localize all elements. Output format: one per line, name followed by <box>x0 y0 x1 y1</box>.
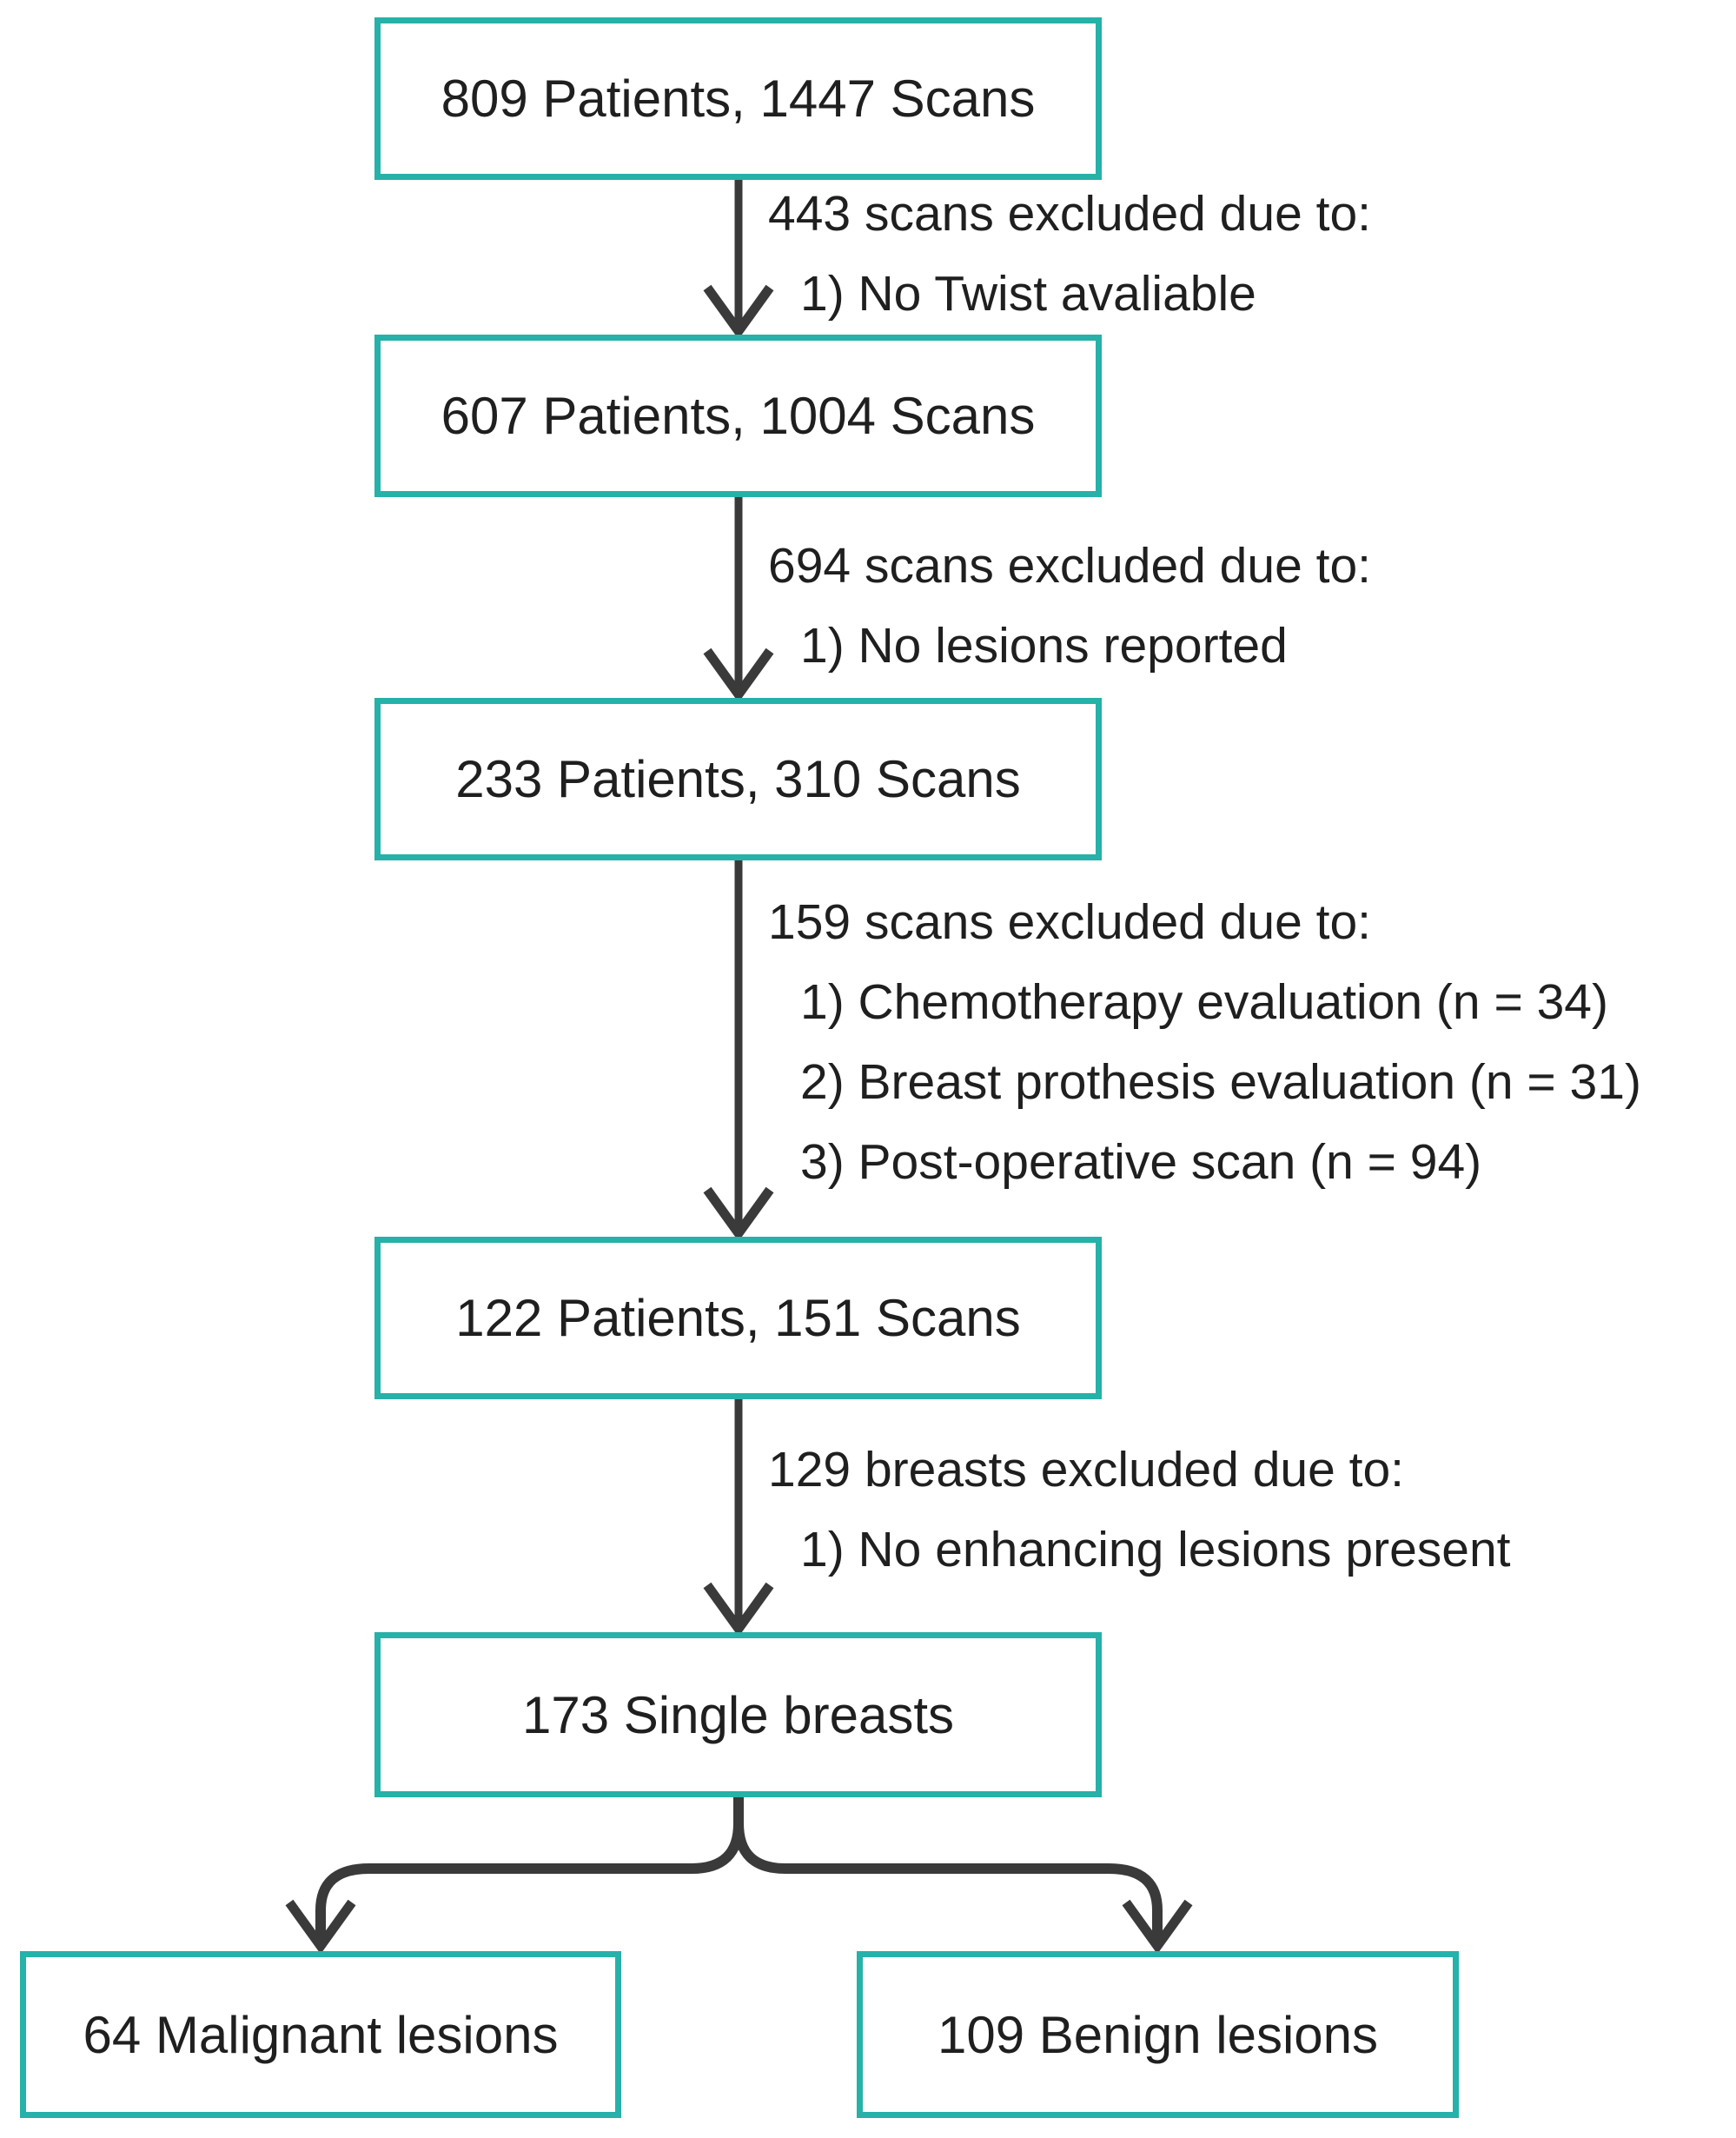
box-single-breasts: 173 Single breasts <box>374 1632 1102 1797</box>
box-benign-lesions: 109 Benign lesions <box>857 1951 1459 2118</box>
exclusion-note-4: 129 breasts excluded due to: 1) No enhan… <box>768 1430 1511 1590</box>
exclusion-1-header: 443 scans excluded due to: <box>768 186 1371 242</box>
box-initial-cohort: 809 Patients, 1447 Scans <box>374 17 1102 180</box>
exclusion-note-3: 159 scans excluded due to: 1) Chemothera… <box>768 882 1641 1202</box>
box-final-scan-cohort: 122 Patients, 151 Scans <box>374 1237 1102 1399</box>
exclusion-note-2: 694 scans excluded due to: 1) No lesions… <box>768 526 1371 686</box>
exclusion-2-header: 694 scans excluded due to: <box>768 538 1371 594</box>
arrow-left-head <box>285 1899 356 1955</box>
split-branch-left <box>315 1797 744 1942</box>
exclusion-1-item-1: 1) No Twist avaliable <box>800 266 1256 322</box>
exclusion-4-header: 129 breasts excluded due to: <box>768 1442 1405 1497</box>
exclusion-4-item-1: 1) No enhancing lesions present <box>800 1522 1511 1577</box>
box-after-lesion-filter: 233 Patients, 310 Scans <box>374 698 1102 860</box>
arrow-2-head <box>703 647 774 703</box>
arrow-right-head <box>1122 1899 1193 1955</box>
box-after-twist-filter: 607 Patients, 1004 Scans <box>374 335 1102 497</box>
split-branch-right <box>733 1797 1163 1942</box>
box-malignant-lesions: 64 Malignant lesions <box>20 1951 621 2118</box>
exclusion-3-header: 159 scans excluded due to: <box>768 894 1371 950</box>
arrow-1-head <box>703 284 774 340</box>
exclusion-2-item-1: 1) No lesions reported <box>800 618 1288 674</box>
exclusion-3-item-2: 2) Breast prothesis evaluation (n = 31) <box>800 1054 1641 1110</box>
arrow-3-head <box>703 1186 774 1242</box>
arrow-4-head <box>703 1582 774 1637</box>
exclusion-3-item-3: 3) Post-operative scan (n = 94) <box>800 1134 1482 1190</box>
exclusion-3-item-1: 1) Chemotherapy evaluation (n = 34) <box>800 974 1608 1030</box>
exclusion-note-1: 443 scans excluded due to: 1) No Twist a… <box>768 174 1371 334</box>
